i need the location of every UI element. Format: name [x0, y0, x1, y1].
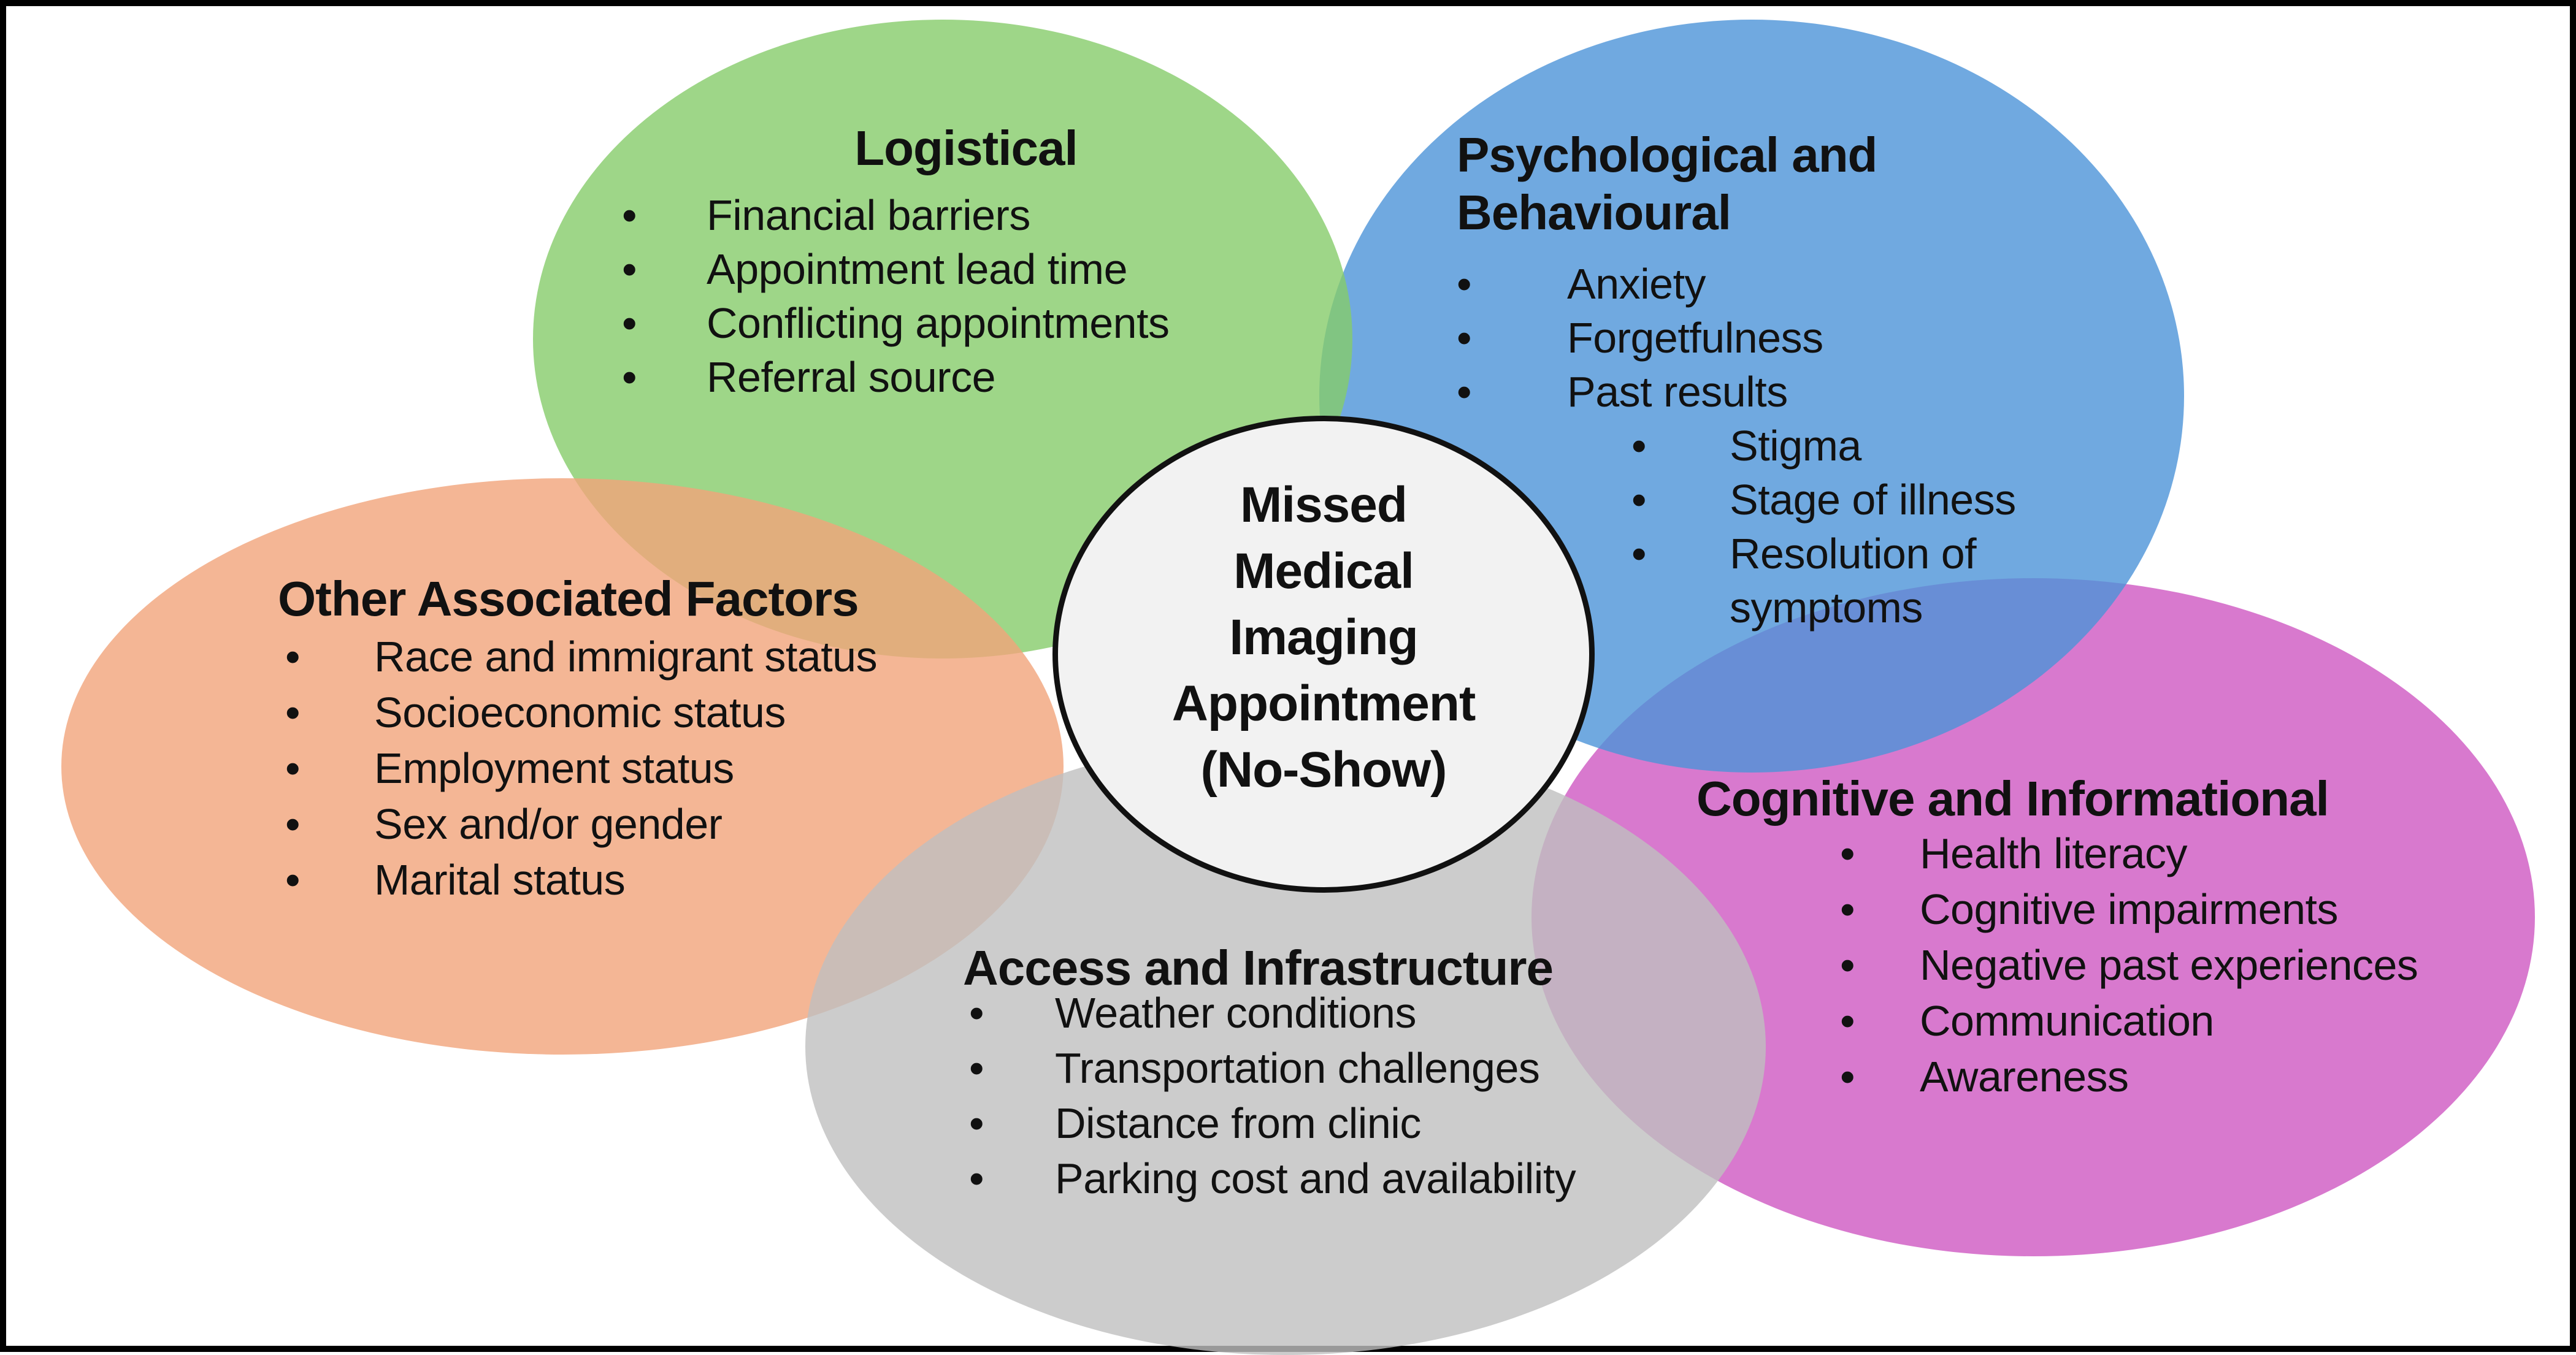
bullet-text: Referral source	[707, 353, 996, 401]
bullet-list-other: • Race and immigrant status • Socioeconomi…	[285, 629, 878, 908]
bullet-text: Forgetfulness	[1567, 314, 1823, 362]
bullet-text: Past results	[1567, 368, 1788, 416]
bullet-text: Transportation challenges	[1055, 1044, 1540, 1092]
center-label-line: Appointment	[1171, 676, 1476, 731]
list-item: • Past results	[1457, 365, 2016, 419]
bullet-dot: •	[285, 744, 301, 792]
bullet-dot: •	[1457, 260, 1472, 308]
group-title-psychological: Psychological and Behavioural	[1457, 128, 1877, 240]
bullet-dot: •	[622, 245, 637, 293]
group-title-cognitive: Cognitive and Informational	[1696, 771, 2329, 826]
bullet-text: Conflicting appointments	[707, 299, 1170, 347]
list-item: • Weather conditions	[969, 985, 1576, 1040]
bullet-text: Weather conditions	[1055, 989, 1416, 1037]
bullet-dot: •	[1840, 885, 1855, 933]
bullet-list-access: • Weather conditions • Transportation chal…	[969, 985, 1576, 1206]
bullet-dot: •	[622, 299, 637, 347]
group-title-access: Access and Infrastructure	[963, 941, 1554, 995]
bullet-text: Appointment lead time	[707, 245, 1128, 293]
bullet-dot: •	[1840, 997, 1855, 1045]
bullet-dot: •	[285, 689, 301, 736]
list-item: • Negative past experiences	[1840, 937, 2418, 993]
bullet-dot: •	[1457, 368, 1472, 416]
list-item: • Employment status	[285, 741, 877, 796]
list-item: • Appointment lead time	[622, 242, 1170, 296]
center-label-line: Medical	[1233, 543, 1414, 599]
list-item-sub: • Resolution of symptoms	[1631, 527, 2016, 635]
list-item-sub: • Stage of illness	[1631, 473, 2016, 527]
list-item: • Conflicting appointments	[622, 296, 1170, 350]
bullet-dot: •	[622, 191, 637, 239]
bullet-dot: •	[969, 989, 984, 1037]
center-label-line: (No-Show)	[1200, 742, 1447, 798]
bullet-text: Race and immigrant status	[374, 633, 878, 681]
list-item: • Communication	[1840, 993, 2418, 1049]
bullet-dot: •	[1631, 476, 1647, 524]
list-item: • Sex and/or gender	[285, 796, 877, 852]
bullet-text: Cognitive impairments	[1920, 885, 2338, 933]
bullet-text: Awareness	[1920, 1053, 2129, 1101]
center-label: Missed Medical Imaging Appointment (No-S…	[1172, 472, 1476, 803]
center-label-line: Missed	[1240, 477, 1408, 533]
bullet-text: Health literacy	[1920, 830, 2188, 877]
bullet-text: Anxiety	[1567, 260, 1706, 308]
bullet-text: Employment status	[374, 744, 734, 792]
list-item: • Financial barriers	[622, 188, 1170, 242]
list-item: • Distance from clinic	[969, 1096, 1576, 1151]
bullet-dot: •	[1631, 422, 1647, 470]
bullet-dot: •	[969, 1044, 984, 1092]
list-item: • Marital status	[285, 852, 877, 908]
list-item: • Forgetfulness	[1457, 311, 2016, 365]
bullet-text: Sex and/or gender	[374, 800, 723, 848]
list-item: • Health literacy	[1840, 826, 2418, 882]
bullet-text: Financial barriers	[707, 191, 1030, 239]
bullet-dot: •	[969, 1155, 984, 1202]
bullet-text: Communication	[1920, 997, 2214, 1045]
bullet-dot: •	[969, 1099, 984, 1147]
list-item: • Awareness	[1840, 1049, 2418, 1105]
bullet-text: Stigma	[1730, 422, 1861, 470]
bullet-dot: •	[285, 800, 301, 848]
bullet-dot: •	[1840, 941, 1855, 989]
bullet-list-logistical: • Financial barriers • Appointment lead ti…	[622, 188, 1170, 404]
bullet-dot: •	[285, 633, 301, 681]
bullet-dot: •	[285, 856, 301, 904]
bullet-text: Distance from clinic	[1055, 1099, 1421, 1147]
group-title-other: Other Associated Factors	[278, 571, 859, 626]
bullet-text: Parking cost and availability	[1055, 1155, 1576, 1202]
center-label-line: Imaging	[1229, 609, 1418, 665]
bullet-text: Marital status	[374, 856, 626, 904]
center-circle	[1052, 416, 1595, 893]
bullet-text: Stage of illness	[1730, 476, 2016, 524]
list-item: • Race and immigrant status	[285, 629, 878, 685]
bullet-text: Negative past experiences	[1920, 941, 2418, 989]
bullet-dot: •	[1840, 1053, 1855, 1101]
bullet-list-psychological: • Anxiety • Forgetfulness • Past results • S…	[1457, 257, 2016, 635]
bullet-list-cognitive: •Health literacy •Cognitive impairments …	[1840, 826, 2418, 1105]
bullet-text: Socioeconomic status	[374, 689, 786, 736]
list-item: • Socioeconomic status	[285, 685, 877, 741]
list-item: • Referral source	[622, 350, 1170, 404]
bullet-dot: •	[1457, 314, 1472, 362]
list-item-sub: • Stigma	[1631, 419, 2016, 473]
bullet-dot: •	[1840, 830, 1855, 877]
bullet-text: Resolution of symptoms	[1730, 530, 1977, 632]
list-item: • Transportation challenges	[969, 1040, 1576, 1096]
bullet-dot: •	[622, 353, 637, 401]
list-item: • Anxiety	[1457, 257, 2016, 311]
list-item: • Cognitive impairments	[1840, 882, 2418, 937]
bullet-dot: •	[1631, 530, 1647, 578]
group-title-logistical: Logistical	[854, 121, 1078, 175]
list-item: • Parking cost and availability	[969, 1151, 1576, 1206]
